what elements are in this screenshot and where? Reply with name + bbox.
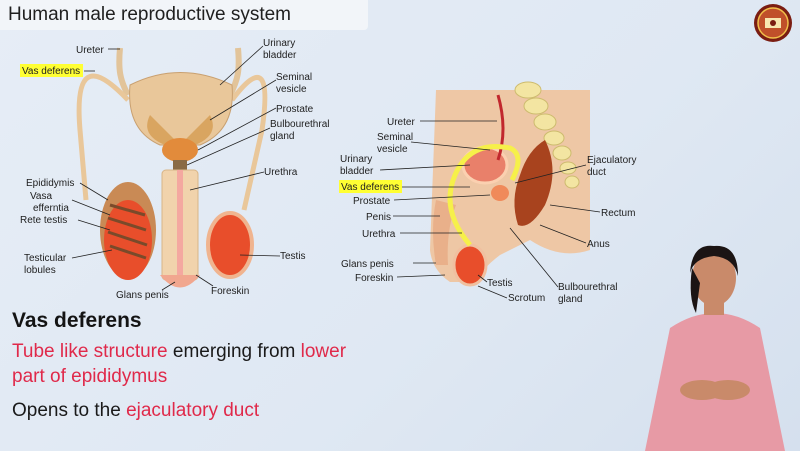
presenter-image — [645, 245, 785, 451]
front-label-rete-testis: Rete testis — [20, 215, 67, 226]
side-label-seminal-2: vesicle — [377, 144, 408, 155]
front-label-prostate: Prostate — [276, 104, 314, 115]
front-testicular-lobules — [107, 203, 148, 260]
side-label-glans-penis: Glans penis — [341, 259, 394, 270]
title-bar: Human male reproductive system — [0, 0, 368, 30]
institution-logo-icon — [754, 4, 792, 42]
front-seminal-vesicle-right — [185, 115, 213, 145]
front-label-urethra: Urethra — [264, 167, 298, 178]
front-label-glans-penis: Glans penis — [116, 290, 169, 301]
front-label-seminal-vesicle-1: Seminal — [276, 72, 312, 83]
front-urinary-bladder — [129, 72, 233, 146]
front-label-bulbourethral-2: gland — [270, 131, 294, 142]
side-label-ureter: Ureter — [387, 117, 415, 128]
front-label-vas-deferens: Vas deferens — [22, 66, 80, 77]
front-testis-right — [206, 211, 254, 279]
side-label-urinary-2: bladder — [340, 166, 374, 177]
front-label-testicular-1: Testicular — [24, 253, 67, 264]
side-label-scrotum: Scrotum — [508, 293, 545, 304]
side-label-penis: Penis — [366, 212, 391, 223]
side-label-seminal-1: Seminal — [377, 132, 413, 143]
front-label-epididymis: Epididymis — [26, 178, 74, 189]
side-vas-deferens-highlight — [339, 180, 402, 193]
page-title: Human male reproductive system — [8, 4, 291, 25]
front-label-vasa-1: Vasa — [30, 191, 52, 202]
side-view-diagram: Ureter Seminal vesicle Urinary bladder V… — [339, 81, 636, 305]
side-label-vas-deferens: Vas deferens — [341, 182, 399, 193]
side-label-foreskin: Foreskin — [355, 273, 393, 284]
side-vas-deferens — [447, 144, 521, 247]
front-label-urinary-bladder-2: bladder — [263, 50, 297, 61]
front-prostate — [162, 138, 198, 162]
side-label-bulbourethral-1: Bulbourethral — [558, 282, 617, 293]
side-label-urinary-1: Urinary — [340, 154, 372, 165]
front-label-vasa-2: efferntia — [33, 203, 69, 214]
caption-line-3: Opens to the ejaculatory duct — [12, 400, 259, 422]
front-label-urinary-bladder-1: Urinary — [263, 38, 295, 49]
front-label-foreskin: Foreskin — [211, 286, 249, 297]
side-label-urethra: Urethra — [362, 229, 396, 240]
side-prostate — [491, 185, 509, 201]
side-label-rectum: Rectum — [601, 208, 635, 219]
caption-line-2: part of epididymus — [12, 366, 167, 388]
side-label-prostate: Prostate — [353, 196, 391, 207]
side-ureter — [496, 94, 505, 161]
caption-line-3-black: Opens to the — [12, 400, 127, 421]
caption-line-3-red: ejaculatory duct — [126, 400, 260, 421]
front-vas-deferens-left — [76, 73, 130, 201]
side-label-ejaculatory-2: duct — [587, 167, 606, 178]
front-label-ureter: Ureter — [76, 45, 104, 56]
side-rectum — [514, 140, 553, 226]
front-bulbourethral-gland — [173, 160, 187, 170]
caption-line-1: Tube like structure emerging from lower — [12, 341, 346, 363]
side-label-ejaculatory-1: Ejaculatory — [587, 155, 636, 166]
front-urethra — [177, 170, 183, 280]
side-label-bulbourethral-2: gland — [558, 294, 582, 305]
front-seminal-vesicle-left — [147, 115, 175, 145]
front-vas-deferens-right — [230, 75, 268, 211]
caption-line-2-red: part of epididymus — [12, 366, 168, 387]
front-label-bulbourethral-1: Bulbourethral — [270, 119, 329, 130]
front-label-testicular-2: lobules — [24, 265, 56, 276]
side-label-testis: Testis — [487, 278, 513, 289]
front-label-seminal-vesicle-2: vesicle — [276, 84, 307, 95]
front-view-diagram: Ureter Vas deferens Urinary bladder Semi… — [20, 38, 329, 301]
caption-heading: Vas deferens — [12, 309, 142, 332]
caption-line-1-red-a: Tube like structure — [12, 341, 168, 362]
caption-line-1-red-b: lower — [300, 341, 347, 362]
side-testis — [452, 243, 488, 287]
front-vas-deferens-highlight — [20, 64, 83, 77]
front-ureter-left — [116, 47, 131, 97]
front-glans-penis — [160, 275, 200, 288]
side-sacrum — [514, 81, 580, 189]
side-body-silhouette — [430, 90, 590, 282]
front-label-testis: Testis — [280, 251, 306, 262]
caption-line-1-black: emerging from — [167, 341, 301, 362]
side-label-anus: Anus — [587, 239, 610, 250]
